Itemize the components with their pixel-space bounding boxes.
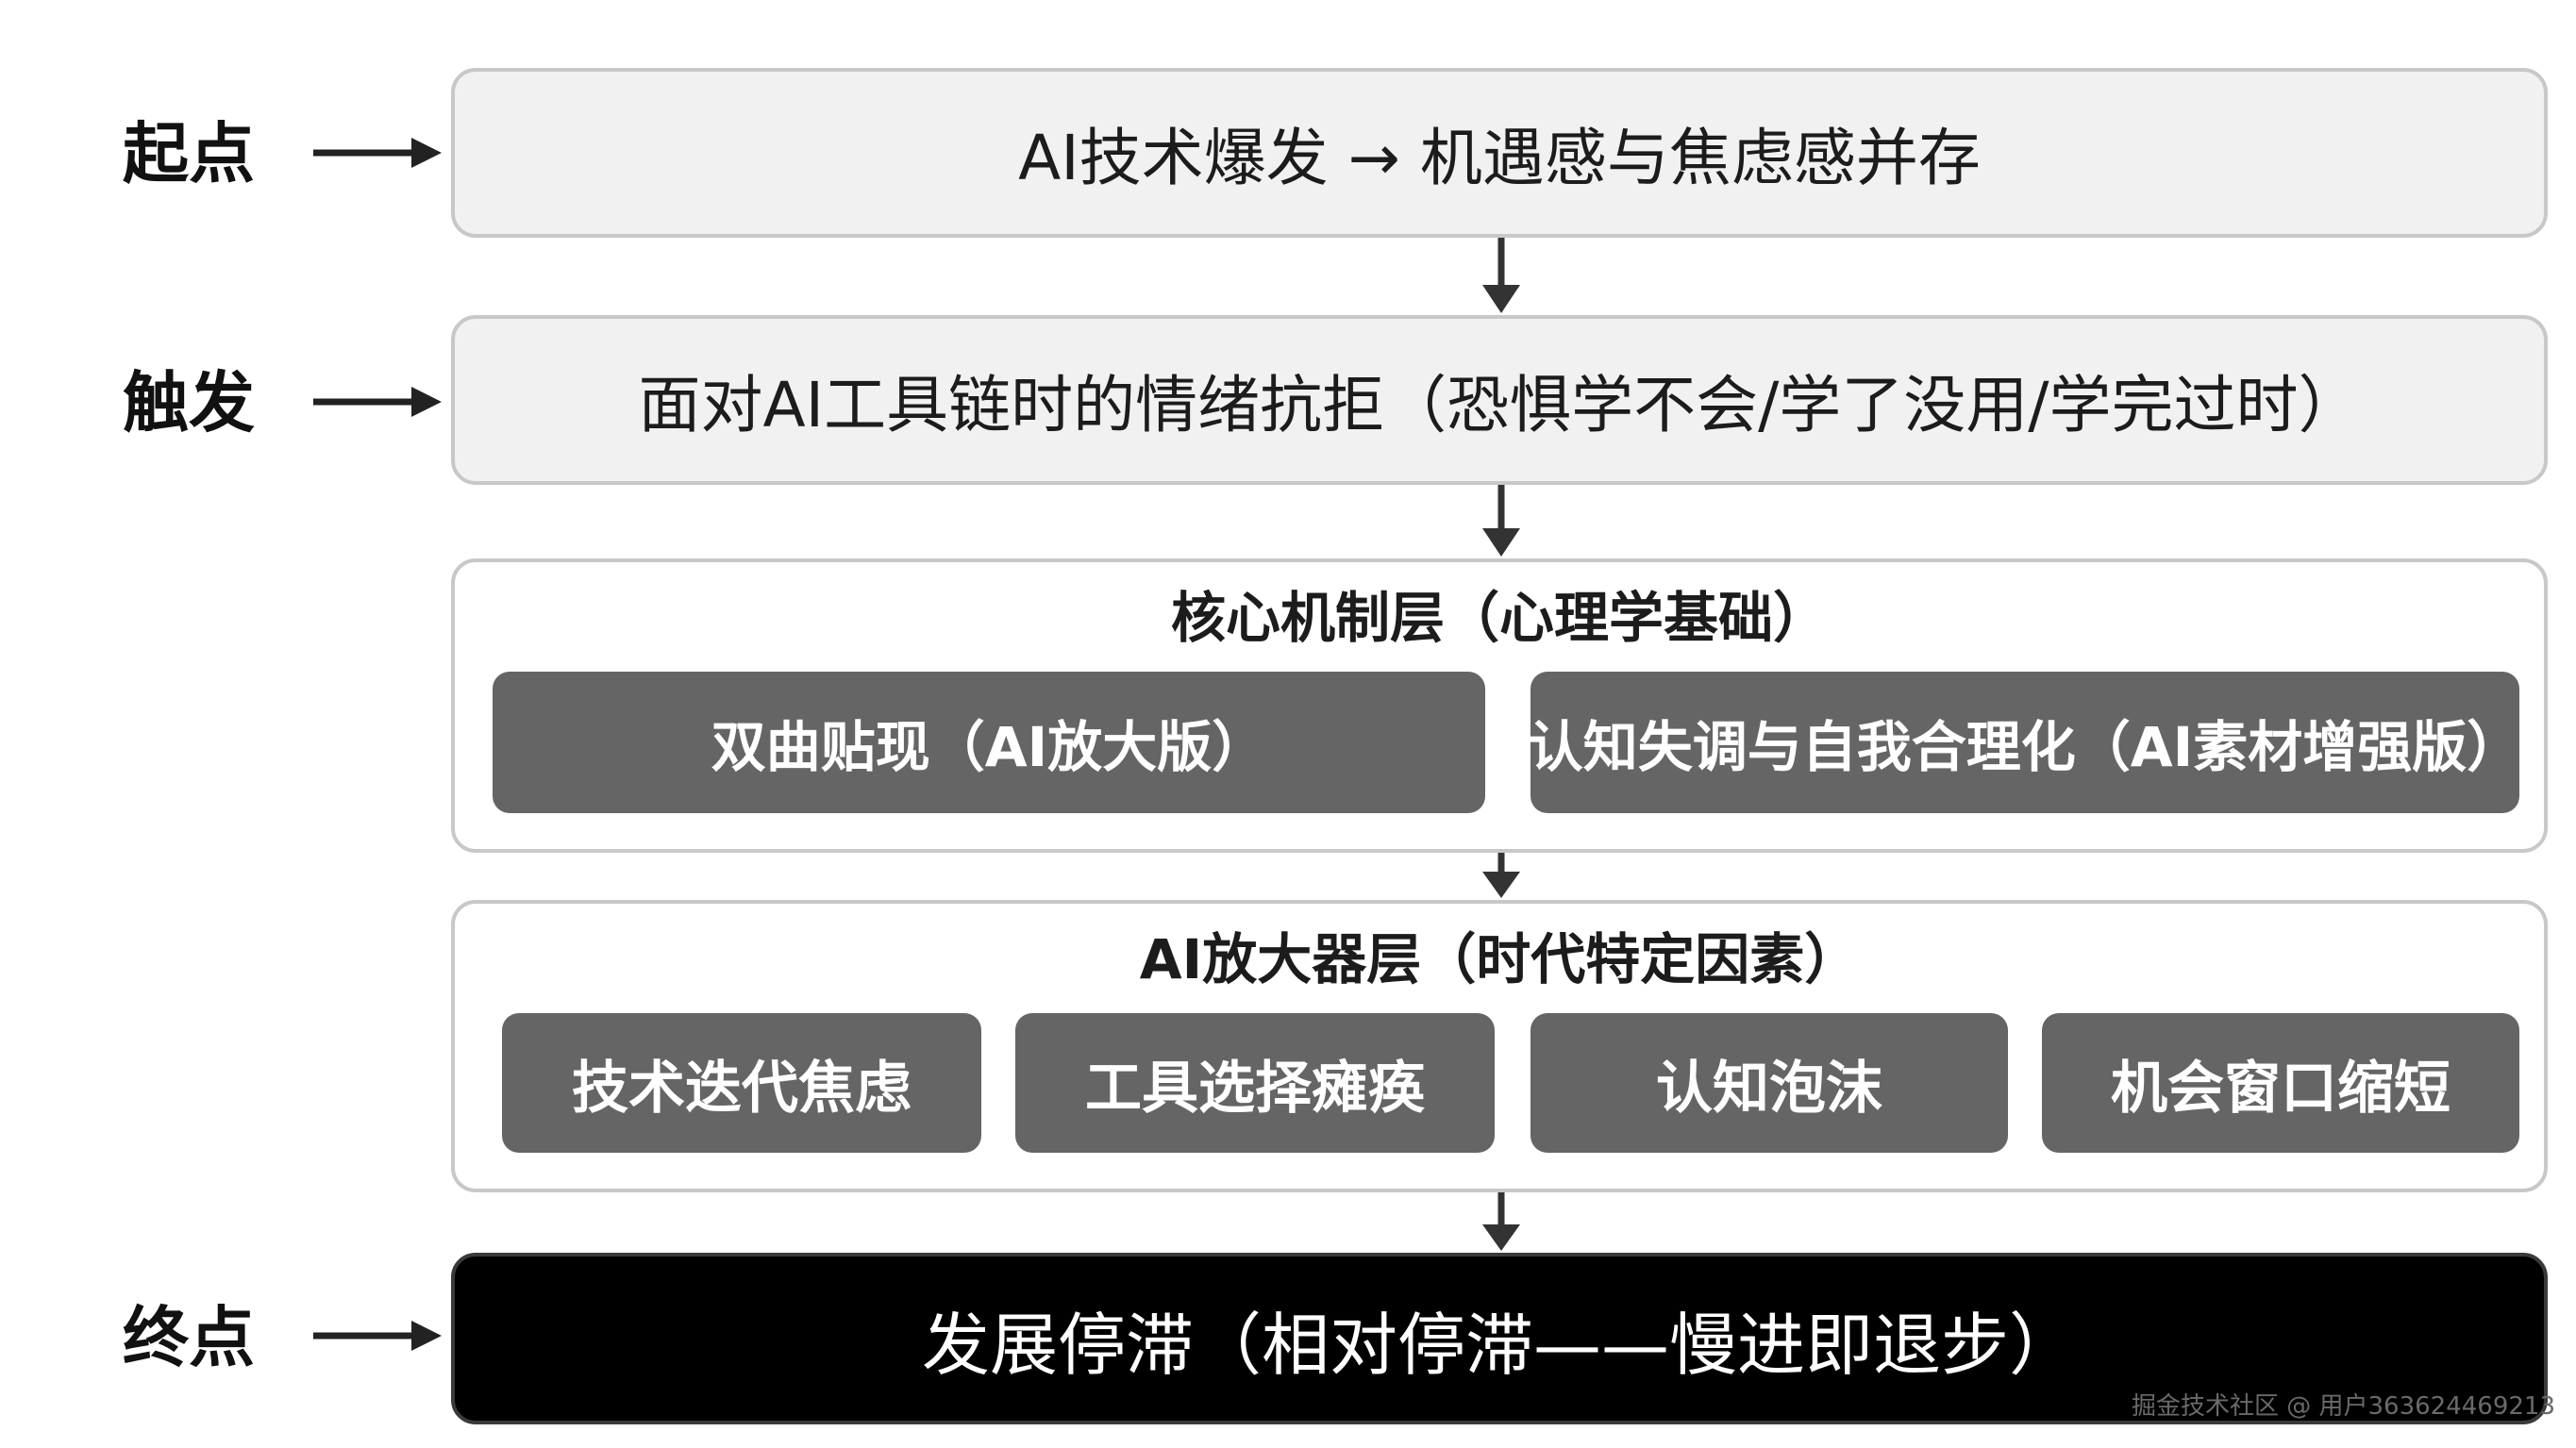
arrow-right-icon [313,1321,442,1351]
box-end: 发展停滞（相对停滞——慢进即退步） [451,1253,2548,1424]
box-trigger-text: 面对AI工具链时的情绪抗拒（恐惧学不会/学了没用/学完过时） [638,369,2361,441]
core-item-hyperbolic-discounting: 双曲贴现（AI放大版） [493,672,1485,813]
label-end: 终点 [123,1299,255,1376]
label-start: 起点 [123,115,255,192]
arrow-down-icon [1482,853,1520,898]
ai-item-tech-iteration-anxiety: 技术迭代焦虑 [502,1013,981,1153]
ai-item-cognitive-bubble: 认知泡沫 [1531,1013,2008,1153]
ai-item-tool-choice-paralysis: 工具选择瘫痪 [1015,1013,1495,1153]
arrow-down-icon [1482,238,1520,313]
box-start: AI技术爆发 → 机遇感与焦虑感并存 [451,68,2548,238]
core-item-cognitive-dissonance: 认知失调与自我合理化（AI素材增强版） [1529,672,2521,813]
ai-amplifier-layer: AI放大器层（时代特定因素） 技术迭代焦虑 工具选择瘫痪 认知泡沫 机会窗口缩短 [451,900,2548,1192]
box-end-text: 发展停滞（相对停滞——慢进即退步） [921,1305,2077,1385]
core-layer: 核心机制层（心理学基础） 双曲贴现（AI放大版） 认知失调与自我合理化（AI素材… [451,558,2548,853]
watermark: 掘金技术社区 @ 用户363624469213 [2131,1392,2555,1421]
arrow-right-icon [313,138,442,168]
core-layer-title: 核心机制层（心理学基础） [1170,586,1828,650]
box-start-text: AI技术爆发 → 机遇感与焦虑感并存 [1018,122,1981,194]
arrow-down-icon [1482,485,1520,557]
box-trigger: 面对AI工具链时的情绪抗拒（恐惧学不会/学了没用/学完过时） [451,315,2548,485]
ai-item-opportunity-window: 机会窗口缩短 [2042,1013,2519,1153]
ai-layer-title: AI放大器层（时代特定因素） [1139,927,1860,991]
label-trigger: 触发 [123,364,255,441]
arrow-right-icon [313,387,442,417]
arrow-down-icon [1482,1192,1520,1251]
